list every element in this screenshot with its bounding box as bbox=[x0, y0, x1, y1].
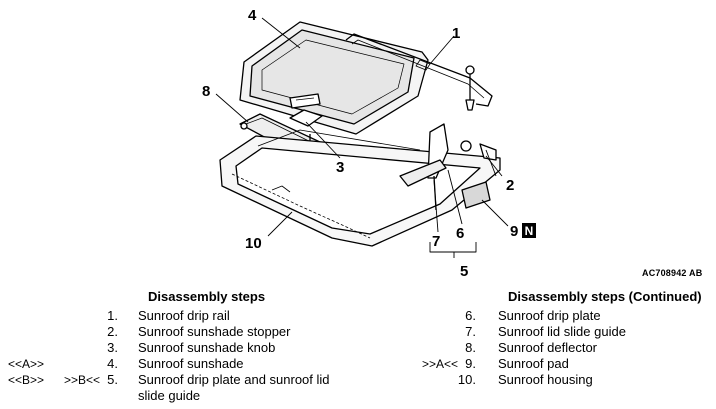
step-text: Sunroof drip plate bbox=[498, 308, 601, 323]
step-row: 3. Sunroof sunshade knob bbox=[0, 340, 440, 356]
step-text: Sunroof housing bbox=[498, 372, 593, 387]
callout-3: 3 bbox=[336, 159, 344, 176]
step-service-mark: >>A<< bbox=[422, 357, 459, 371]
step-row: <<A>> 4. Sunroof sunshade bbox=[0, 356, 440, 372]
disassembly-steps-continued: Disassembly steps (Continued) 6. Sunroof… bbox=[0, 289, 716, 388]
callout-5: 5 bbox=[460, 263, 468, 280]
callout-2: 2 bbox=[506, 177, 514, 194]
exploded-view-diagram: 4 1 8 3 2 10 7 6 5 9 N bbox=[202, 7, 536, 280]
new-part-marker: N bbox=[525, 224, 534, 238]
step-row-continued: slide guide bbox=[0, 388, 440, 404]
leader-lines bbox=[215, 17, 509, 258]
step-number: 1. bbox=[107, 308, 118, 323]
sunroof-drip-plate-part bbox=[399, 123, 449, 211]
step-text: Sunroof pad bbox=[498, 356, 569, 371]
callout-10: 10 bbox=[245, 235, 262, 252]
step-number: 2. bbox=[107, 324, 118, 339]
step-row: 7. Sunroof lid slide guide bbox=[0, 324, 716, 340]
callout-4: 4 bbox=[248, 7, 257, 24]
sunroof-sunshade-part bbox=[239, 21, 429, 135]
callout-labels: 4 1 8 3 2 10 7 6 5 9 N bbox=[202, 7, 536, 280]
step-row: 6. Sunroof drip plate bbox=[0, 308, 716, 324]
step-row: 2. Sunroof sunshade stopper bbox=[0, 324, 440, 340]
sunroof-drip-rail-part bbox=[345, 33, 493, 107]
step-row: <<B>> >>B<< 5. Sunroof drip plate and su… bbox=[0, 372, 440, 388]
disassembly-steps: Disassembly steps 1. Sunroof drip rail 2… bbox=[0, 289, 440, 404]
callout-1: 1 bbox=[452, 25, 460, 42]
step-number: 5. bbox=[107, 372, 118, 387]
callout-7: 7 bbox=[432, 233, 440, 250]
step-text-continued: slide guide bbox=[138, 388, 201, 403]
step-row: >>A<< 9. Sunroof pad bbox=[0, 356, 716, 372]
step-text: Sunroof deflector bbox=[498, 340, 598, 355]
step-number: 3. bbox=[107, 340, 118, 355]
new-part-marker-box bbox=[522, 223, 536, 238]
screw bbox=[465, 65, 475, 111]
step-service-mark: <<B>> bbox=[8, 373, 45, 387]
callout-9: 9 bbox=[510, 223, 518, 240]
step-number: 8. bbox=[465, 340, 476, 355]
step-row: 10. Sunroof housing bbox=[0, 372, 716, 388]
steps-heading: Disassembly steps bbox=[148, 289, 266, 304]
step-text: Sunroof sunshade bbox=[138, 356, 244, 371]
step-row: 8. Sunroof deflector bbox=[0, 340, 716, 356]
step-text: Sunroof sunshade stopper bbox=[138, 324, 291, 339]
step-number: 7. bbox=[465, 324, 476, 339]
step-number: 6. bbox=[465, 308, 476, 323]
step-service-mark: >>B<< bbox=[64, 373, 101, 387]
figure-id: AC708942 AB bbox=[642, 268, 703, 278]
step-number: 4. bbox=[107, 356, 118, 371]
step-text: Sunroof sunshade knob bbox=[138, 340, 276, 355]
step-service-mark: <<A>> bbox=[8, 357, 45, 371]
step-text: Sunroof drip plate and sunroof lid bbox=[138, 372, 330, 387]
step-number: 9. bbox=[465, 356, 476, 371]
steps-heading: Disassembly steps (Continued) bbox=[508, 289, 702, 304]
sunroof-sunshade-stopper-part bbox=[460, 140, 497, 177]
step-row: 1. Sunroof drip rail bbox=[0, 308, 440, 324]
callout-8: 8 bbox=[202, 83, 210, 100]
callout-6: 6 bbox=[456, 225, 464, 242]
step-text: Sunroof drip rail bbox=[138, 308, 230, 323]
step-number: 10. bbox=[457, 372, 476, 387]
step-text: Sunroof lid slide guide bbox=[498, 324, 626, 339]
